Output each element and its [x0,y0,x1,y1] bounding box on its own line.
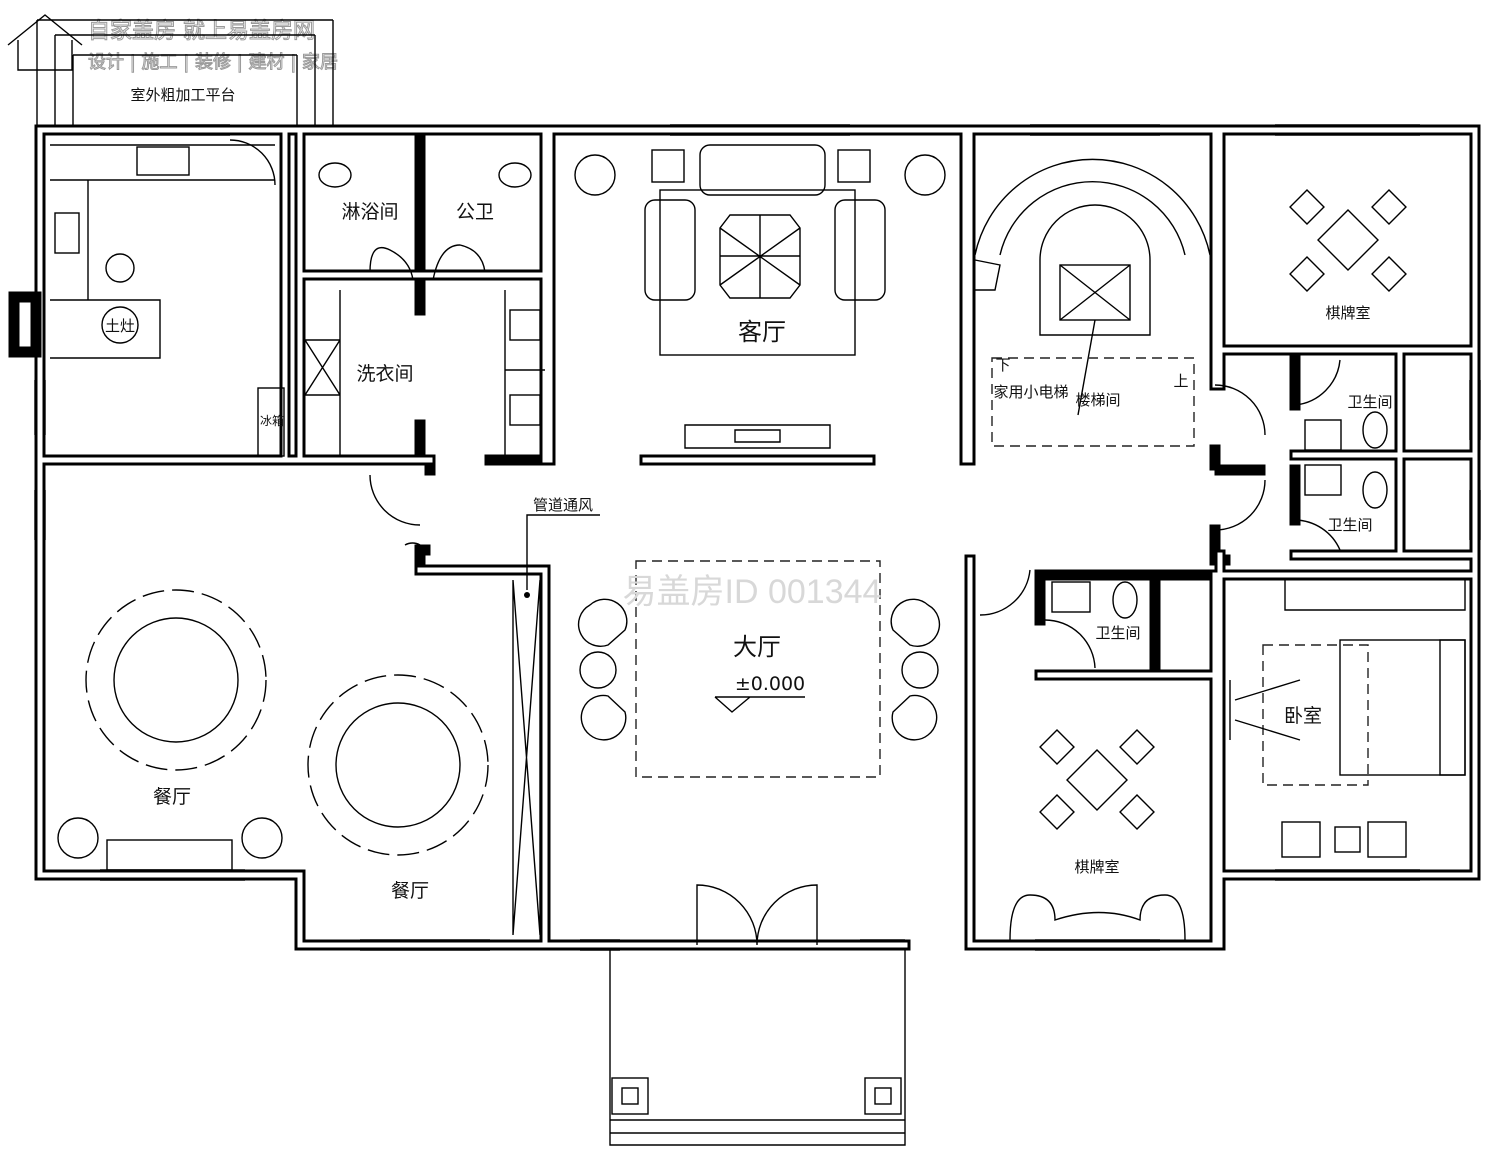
watermark: 易盖房ID 001344 [623,573,882,611]
right-rooms: 棋牌室 卫生间 卫生间 卧室 卫生间 棋牌室 [1009,189,1466,941]
label-living-room: 客厅 [738,318,786,346]
stove-icon [101,306,139,344]
label-chess-room-2: 棋牌室 [1074,858,1119,876]
stairwell: 下 上 家用小电梯 楼梯间 [974,158,1211,447]
label-hall: 大厅 [733,633,781,661]
label-shower: 淋浴间 [341,201,398,223]
logo: 自家盖房 就上易盖房网 设计 | 施工 | 装修 | 建材 | 家居 [7,14,339,74]
label-bedroom: 卧室 [1284,705,1322,727]
label-elevation: ±0.000 [735,673,805,695]
label-stove: 土灶 [105,317,135,335]
label-public-wc: 公卫 [456,201,494,223]
label-dining-2: 餐厅 [391,880,429,902]
living-room: 客厅 [574,144,946,449]
entrance-porch [609,884,906,1146]
logo-line1: 自家盖房 就上易盖房网 [88,19,315,44]
label-stair-up: 上 [1173,372,1188,390]
kitchen: 土灶 冰箱 [50,144,285,457]
label-bathroom-3: 卫生间 [1095,624,1140,642]
main-hall: 大厅 ±0.000 易盖房ID 001344 [577,560,941,778]
wet-rooms: 淋浴间 公卫 洗衣间 [304,162,545,455]
label-outdoor-platform: 室外粗加工平台 [130,86,235,104]
label-bathroom-2: 卫生间 [1327,516,1372,534]
doors [229,139,1341,669]
outdoor-platform: 室外粗加工平台 [36,19,334,130]
label-elevator: 家用小电梯 [993,383,1068,401]
label-dining-1: 餐厅 [153,786,191,808]
dining-rooms: 餐厅 餐厅 管道通风 [57,496,600,936]
label-bathroom-1: 卫生间 [1347,393,1392,411]
label-stairwell: 楼梯间 [1075,391,1120,409]
label-duct: 管道通风 [533,496,593,514]
label-stair-down: 下 [995,356,1010,374]
label-fridge: 冰箱 [260,413,284,428]
label-laundry: 洗衣间 [356,363,413,385]
logo-line2: 设计 | 施工 | 装修 | 建材 | 家居 [88,52,338,73]
walls [8,124,1481,951]
label-chess-room-1: 棋牌室 [1325,304,1370,322]
